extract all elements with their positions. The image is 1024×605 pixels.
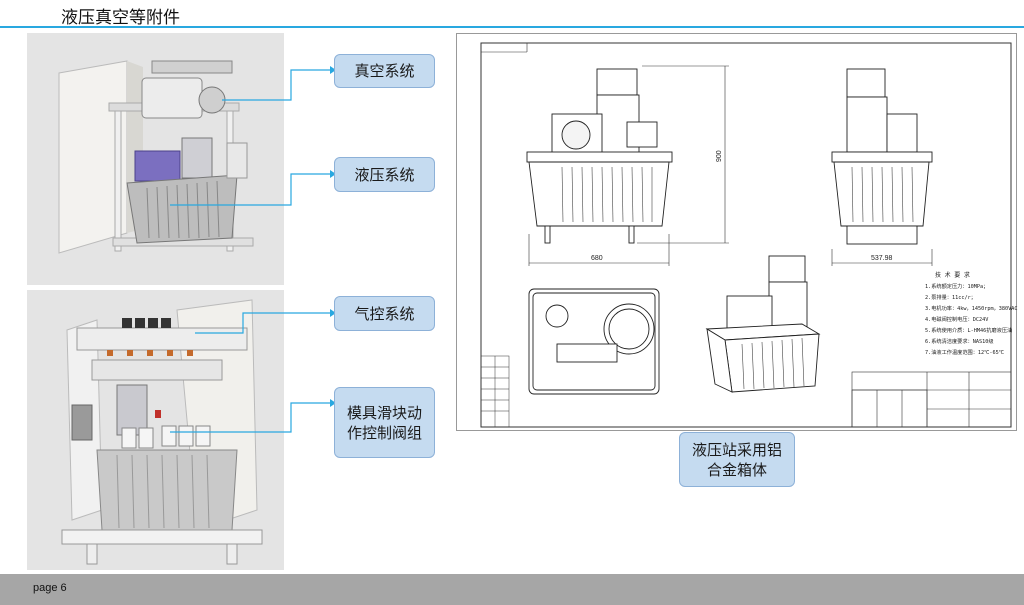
photo-pneumatic-valve-unit (27, 290, 284, 570)
notes-title: 技 术 要 求 (935, 271, 970, 279)
engineering-drawing-hydraulic-station: 900 680 537.98 (456, 33, 1018, 431)
dim-width: 680 (591, 255, 603, 262)
title-rule (0, 26, 1024, 28)
dim-height: 900 (716, 150, 723, 162)
page-title: 液压真空等附件 (61, 8, 180, 28)
callout-mold-valve-group-text: 模具滑块动作控制阀组 (346, 403, 422, 442)
page-number: page 6 (33, 582, 67, 594)
note-line-3: 3.电机功率：4kw，1450rpm，380VAC (925, 304, 1018, 312)
dim-depth: 537.98 (871, 255, 893, 262)
note-line-2: 2.泵排量：11cc/r； (925, 293, 976, 301)
callout-hydraulic-system: 液压系统 (334, 157, 435, 192)
note-line-7: 7.油液工作温度范围：12℃-65℃ (925, 348, 1004, 356)
callout-mold-valve-group: 模具滑块动作控制阀组 (334, 387, 435, 458)
note-line-1: 1.系统额定压力：10MPa； (925, 282, 988, 290)
footer-bar: page 6 (0, 574, 1024, 605)
note-line-6: 6.系统清洁度要求：NAS10级 (925, 337, 994, 345)
note-line-4: 4.电磁阀控制电压：DC24V (925, 315, 988, 323)
callout-pneumatic-system: 气控系统 (334, 296, 435, 331)
callout-vacuum-system: 真空系统 (334, 54, 435, 88)
photo-vacuum-hydraulic-unit (27, 33, 284, 285)
note-line-5: 5.系统使用介质：L-HM46抗磨液压油 (925, 326, 1012, 334)
callout-aluminum-tank-station: 液压站采用铝合金箱体 (679, 432, 795, 487)
callout-aluminum-tank-station-text: 液压站采用铝合金箱体 (691, 440, 782, 479)
